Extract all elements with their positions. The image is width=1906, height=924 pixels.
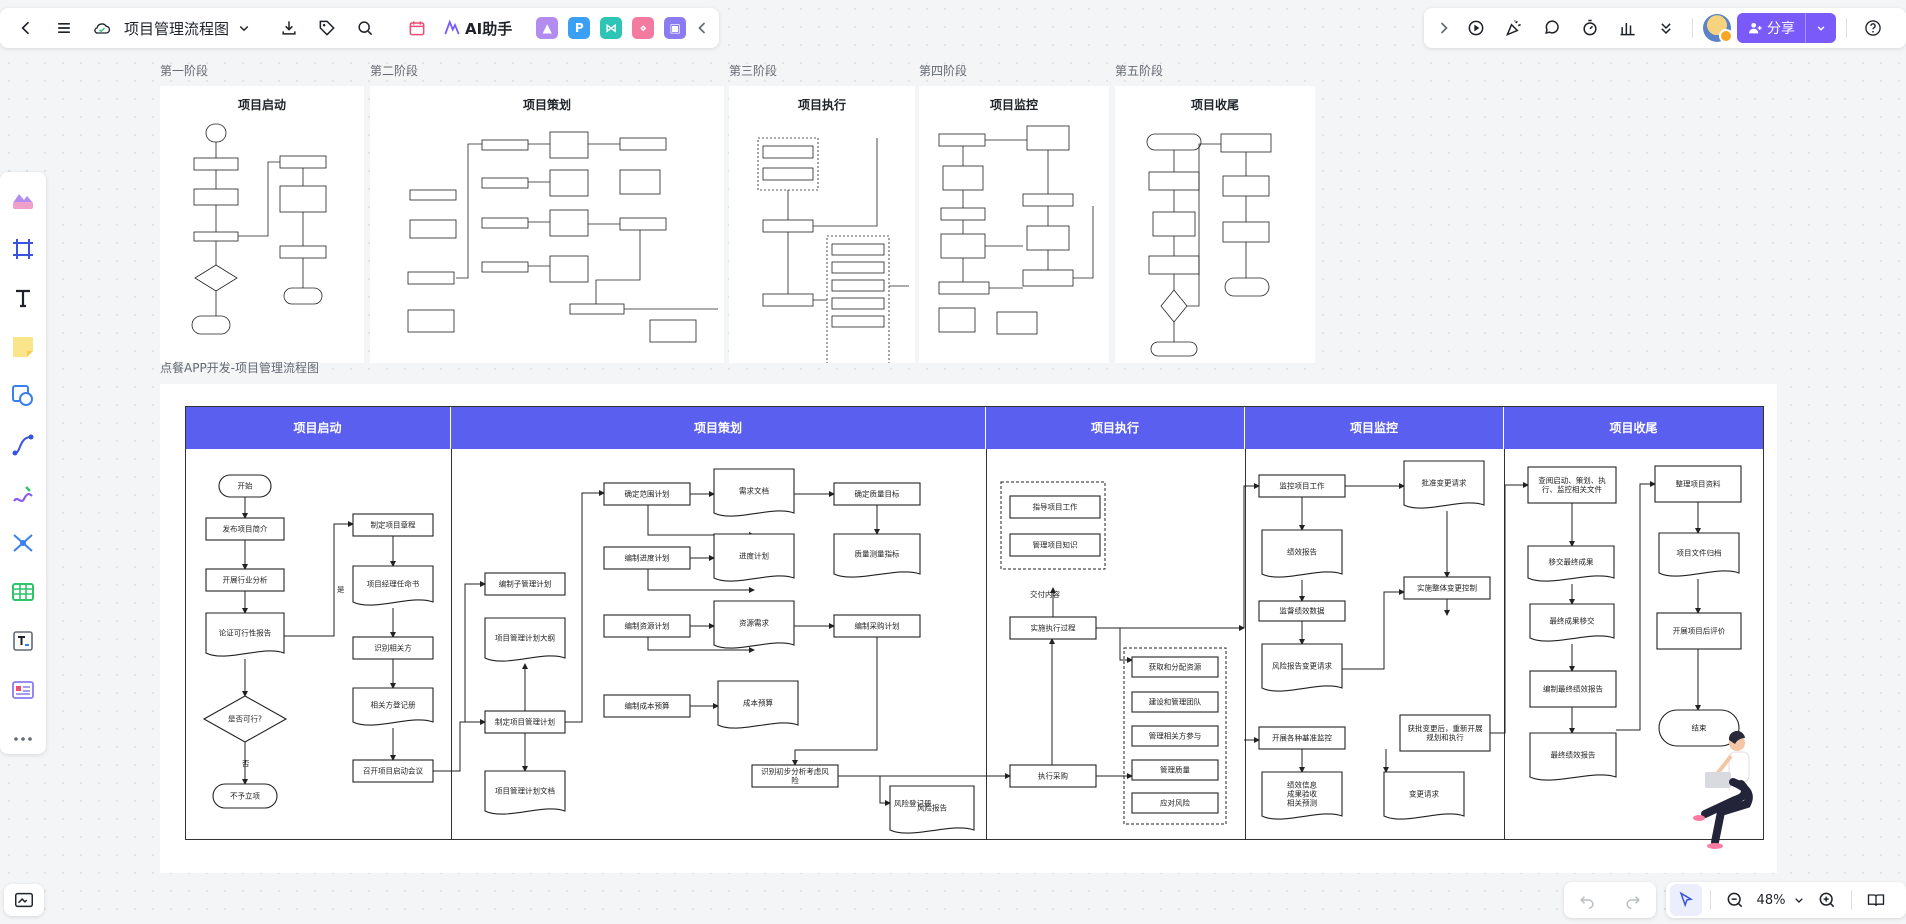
map-icon (15, 892, 33, 908)
mini-section-label: 第一阶段 (160, 64, 209, 78)
calendar-icon[interactable] (401, 12, 433, 44)
divider (1846, 18, 1847, 38)
divider (1692, 18, 1693, 38)
text-icon[interactable] (3, 276, 43, 320)
add-user-icon (1749, 23, 1762, 34)
more-chevrons-down-icon[interactable] (1650, 12, 1682, 44)
lane-header: 项目策划 (451, 406, 986, 449)
left-toolbar (0, 172, 46, 754)
mini-card-title: 项目策划 (522, 98, 571, 112)
table-icon[interactable] (3, 570, 43, 614)
pen-icon[interactable] (3, 472, 43, 516)
mini-card-title: 项目监控 (989, 98, 1038, 112)
mini-card-planning[interactable]: 项目策划 (370, 86, 724, 363)
celebrate-icon[interactable] (1498, 12, 1530, 44)
share-label: 分享 (1767, 21, 1795, 37)
mini-section-label: 第五阶段 (1115, 64, 1164, 78)
collapse-chevron-left-icon[interactable] (692, 12, 712, 44)
back-icon[interactable] (10, 12, 42, 44)
main-chart-caption: 点餐APP开发-项目管理流程图 (160, 361, 320, 375)
flow-app-icon[interactable]: ⋄ (632, 17, 655, 39)
zoom-level[interactable]: 48% (1756, 892, 1786, 908)
present-icon[interactable] (1460, 12, 1492, 44)
undo-icon[interactable] (1571, 884, 1603, 916)
mini-card-monitoring[interactable]: 项目监控 (919, 86, 1109, 363)
ai-icon (444, 19, 460, 35)
lane-header: 项目收尾 (1504, 406, 1764, 449)
app-icons-group: ▲ P ⋈ ⋄ ▣ (536, 17, 687, 39)
select-cursor-icon[interactable] (1670, 884, 1702, 916)
expand-chevron-right-icon[interactable] (1434, 12, 1454, 44)
frame-icon[interactable] (3, 227, 43, 271)
share-button[interactable]: 分享 (1737, 13, 1836, 43)
mini-card-initiation[interactable]: 项目启动 (160, 86, 364, 363)
mini-card-title: 项目启动 (237, 98, 286, 112)
connector-icon[interactable] (3, 423, 43, 467)
mini-flow-graphic (757, 137, 909, 363)
menu-icon[interactable] (48, 12, 80, 44)
tag-icon[interactable] (311, 12, 343, 44)
mini-section-label: 第三阶段 (729, 64, 778, 78)
comment-icon[interactable] (1536, 12, 1568, 44)
help-icon[interactable] (1857, 12, 1889, 44)
character-illustration (1693, 730, 1753, 849)
undo-redo-group (1564, 882, 1656, 918)
mini-flow-graphic (938, 125, 1094, 335)
lane-divider (1245, 449, 1246, 840)
mini-card-title: 项目收尾 (1190, 98, 1239, 112)
divider (1851, 890, 1852, 910)
zoom-in-icon[interactable] (1811, 884, 1843, 916)
more-tools-icon[interactable] (3, 717, 43, 761)
lane-header: 项目执行 (986, 406, 1245, 449)
vote-icon[interactable] (1612, 12, 1644, 44)
mini-card-execution[interactable]: 项目执行 (729, 86, 915, 363)
timer-icon[interactable] (1574, 12, 1606, 44)
templates-icon[interactable] (3, 178, 43, 222)
doc-card-icon[interactable] (3, 619, 43, 663)
download-icon[interactable] (273, 12, 305, 44)
cloud-sync-icon (86, 12, 118, 44)
lane-header: 项目启动 (185, 406, 451, 449)
mini-card-closing[interactable]: 项目收尾 (1115, 86, 1315, 363)
lane-header: 项目监控 (1245, 406, 1504, 449)
share-dropdown-icon[interactable] (1806, 13, 1836, 43)
ai-assistant-button[interactable]: AI助手 (439, 12, 516, 44)
component-icon[interactable] (3, 668, 43, 712)
zoom-controls: 48% (1666, 882, 1906, 918)
top-toolbar-right: 分享 (1424, 8, 1906, 48)
lane-divider (986, 449, 987, 840)
mini-section-label: 第四阶段 (919, 64, 968, 78)
mini-section-label: 第二阶段 (370, 64, 419, 78)
zoom-dropdown-icon[interactable] (1791, 884, 1807, 916)
document-title[interactable]: 项目管理流程图 (124, 19, 230, 38)
divider (1710, 890, 1711, 910)
mini-flow-graphic (407, 131, 718, 343)
mini-flow-graphic (1146, 133, 1272, 357)
sticky-note-icon[interactable] (3, 325, 43, 369)
ai-assistant-label: AI助手 (465, 19, 513, 38)
ppt-app-icon[interactable]: P (568, 17, 591, 39)
lane-divider (1504, 449, 1505, 840)
mini-flow-graphic (191, 123, 327, 335)
mini-card-title: 项目执行 (797, 98, 846, 112)
lane-divider (451, 449, 452, 840)
zoom-out-icon[interactable] (1719, 884, 1751, 916)
minimap-toggle[interactable] (4, 884, 44, 916)
user-avatar[interactable] (1703, 14, 1733, 43)
mindmap-icon[interactable] (3, 521, 43, 565)
book-icon[interactable] (1860, 884, 1892, 916)
mindmap-app-icon[interactable]: ⋈ (600, 17, 623, 39)
search-icon[interactable] (349, 12, 381, 44)
title-chevron-down-icon[interactable] (235, 12, 253, 44)
shape-icon[interactable] (3, 374, 43, 418)
redo-icon[interactable] (1617, 884, 1649, 916)
comment-app-icon[interactable]: ▣ (664, 17, 687, 39)
image-app-icon[interactable]: ▲ (536, 17, 559, 39)
swimlane-frame (185, 406, 1764, 840)
top-toolbar-left: 项目管理流程图 AI助手 ▲ P ⋈ ⋄ ▣ (0, 8, 719, 48)
